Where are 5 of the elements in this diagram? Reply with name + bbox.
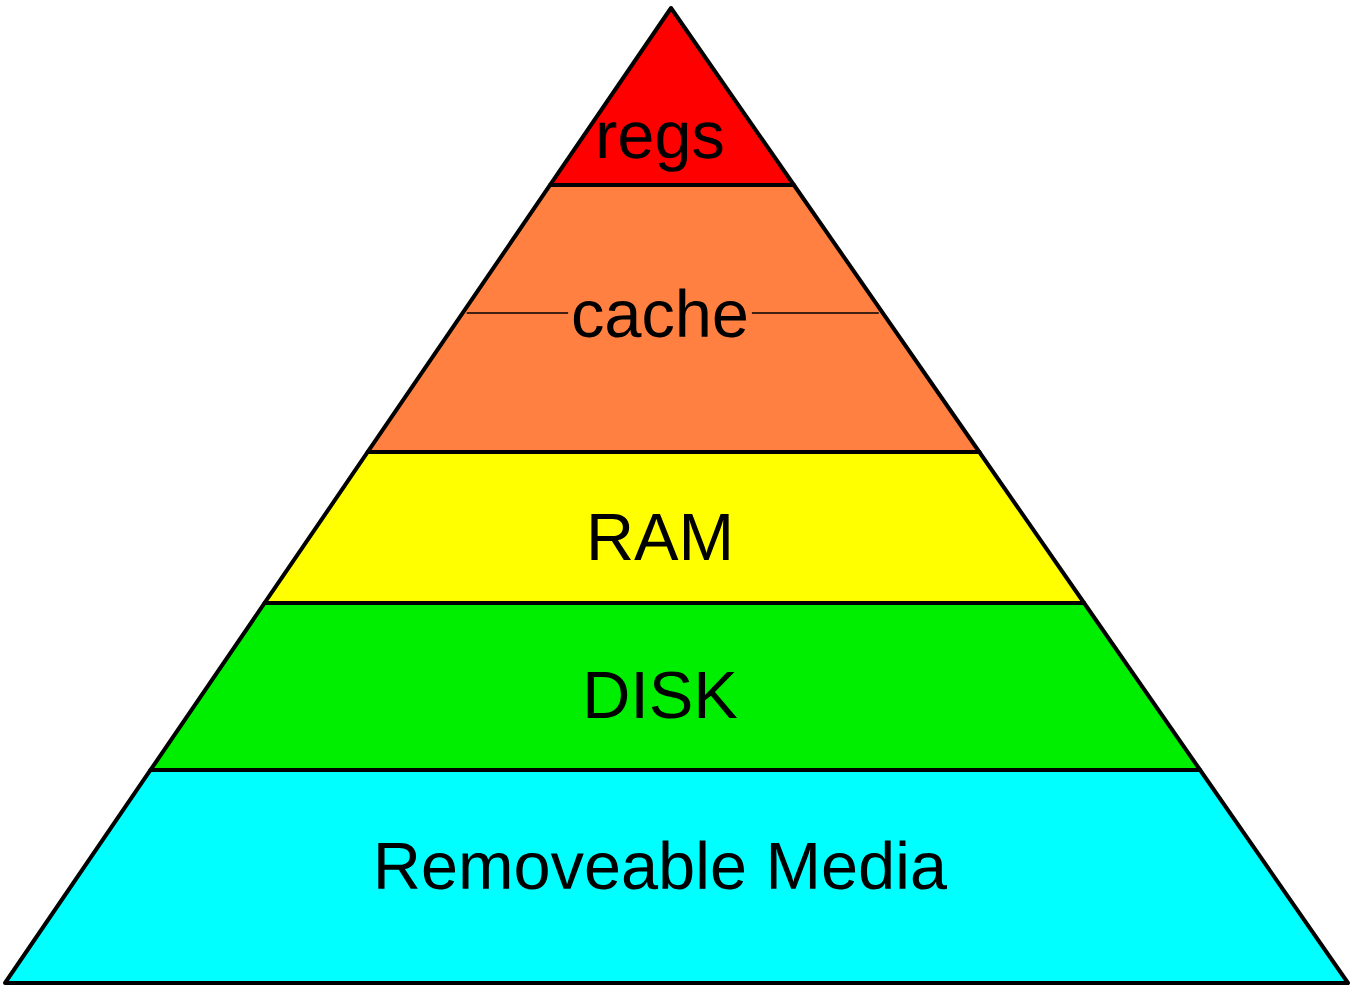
pyramid-band: RAM <box>262 450 1087 605</box>
pyramid-band: DISK <box>148 601 1203 772</box>
pyramid-band: cache <box>365 183 982 454</box>
pyramid-band: regs <box>548 6 796 187</box>
pyramid-band: Removeable Media <box>3 768 1350 985</box>
